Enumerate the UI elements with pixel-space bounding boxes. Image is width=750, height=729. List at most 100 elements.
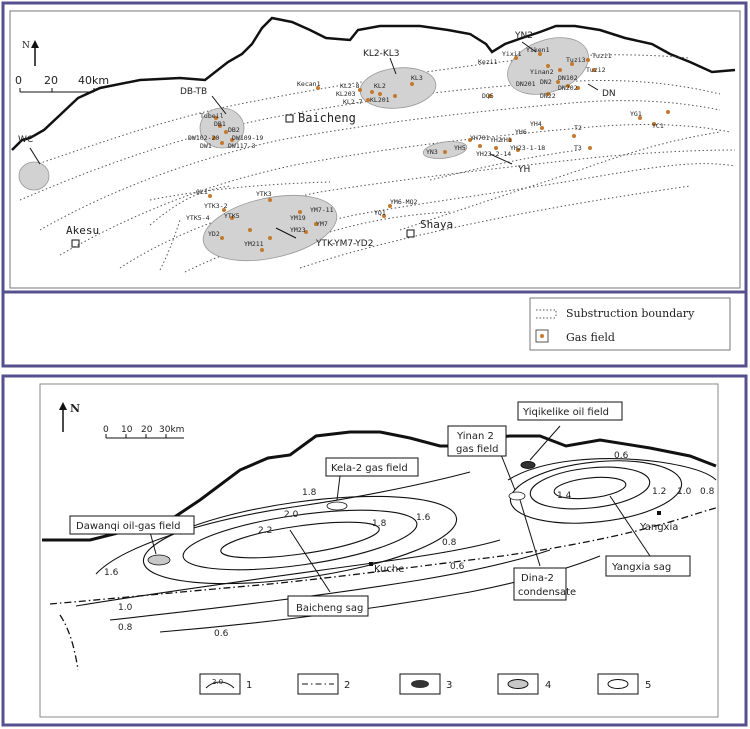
svg-text:DB2: DB2 — [228, 126, 240, 134]
contour-labels: 0.6 0.8 1.0 1.6 1.8 1.8 2.0 2.2 0.6 0.8 … — [104, 451, 715, 639]
svg-text:Tubeil: Tubeil — [200, 112, 224, 120]
top-map: N 0 20 40km Baicheng Akesu Shaya DB-TB W… — [11, 16, 736, 273]
bottom-map: N 0 10 20 30km — [42, 401, 717, 695]
svg-text:Yangxia sag: Yangxia sag — [611, 562, 671, 573]
svg-text:KL2-KL3: KL2-KL3 — [363, 49, 400, 59]
group-db-tb — [199, 107, 245, 149]
svg-text:2: 2 — [344, 680, 350, 691]
city-akesu: Akesu — [66, 224, 99, 237]
svg-text:0: 0 — [103, 425, 109, 435]
svg-text:YH701: YH701 — [470, 134, 490, 142]
svg-text:YH2: YH2 — [490, 136, 502, 144]
svg-text:20: 20 — [44, 74, 58, 87]
svg-text:T3: T3 — [574, 144, 582, 152]
svg-text:KL2-7: KL2-7 — [343, 98, 363, 106]
svg-text:condensate: condensate — [518, 587, 576, 598]
gas-field-dots — [208, 52, 670, 252]
svg-text:DN102: DN102 — [558, 74, 578, 82]
svg-text:YM7: YM7 — [316, 220, 328, 228]
svg-text:WC: WC — [18, 135, 33, 145]
bottom-scale-bar: 0 10 20 30km — [103, 425, 184, 439]
svg-text:DW117-3: DW117-3 — [228, 142, 255, 150]
svg-text:DB-TB: DB-TB — [180, 87, 207, 97]
city-shaya: Shaya — [420, 218, 453, 231]
svg-text:1.6: 1.6 — [416, 513, 431, 523]
group-wc — [18, 161, 50, 191]
kela2-field — [326, 501, 348, 511]
svg-text:0.6: 0.6 — [450, 562, 465, 572]
svg-text:YM211: YM211 — [244, 240, 264, 248]
place-yangxia: Yangxia — [639, 522, 678, 533]
svg-text:YM6-MQ2: YM6-MQ2 — [390, 198, 417, 206]
svg-text:DW1: DW1 — [200, 142, 212, 150]
svg-text:0.8: 0.8 — [118, 623, 133, 633]
svg-text:Yinan 2: Yinan 2 — [456, 431, 494, 442]
svg-text:Tuzi2: Tuzi2 — [586, 66, 606, 74]
baicheng-contours — [75, 471, 601, 633]
legend-boundary: Substruction boundary — [566, 307, 695, 320]
group-ytk — [202, 195, 338, 261]
place-kuche: Kuche — [374, 564, 404, 575]
top-panel-frame — [1, 1, 748, 368]
svg-text:DB1: DB1 — [214, 120, 226, 128]
svg-text:YTK3: YTK3 — [256, 190, 272, 198]
svg-text:YC1: YC1 — [652, 122, 664, 130]
svg-text:KL3: KL3 — [411, 74, 423, 82]
svg-text:10: 10 — [121, 425, 133, 435]
svg-text:2.2: 2.2 — [258, 526, 272, 536]
svg-text:DN: DN — [602, 89, 616, 99]
top-scale-bar: 0 20 40km — [15, 74, 109, 93]
svg-text:DQ5: DQ5 — [482, 92, 494, 100]
svg-text:YM7-11: YM7-11 — [310, 206, 334, 214]
bottom-legend: 2.0 1 2 3 4 5 — [199, 673, 651, 695]
svg-text:KL203: KL203 — [336, 90, 356, 98]
svg-text:KL201: KL201 — [370, 96, 390, 104]
svg-text:1.6: 1.6 — [104, 568, 119, 578]
svg-text:40km: 40km — [78, 74, 109, 87]
svg-text:2.0: 2.0 — [212, 678, 223, 686]
svg-text:Yiqikelike oil field: Yiqikelike oil field — [522, 407, 609, 418]
group-kl2-kl3 — [359, 67, 437, 109]
svg-text:Yinan2: Yinan2 — [530, 68, 554, 76]
bottom-northern-boundary — [42, 430, 717, 542]
svg-text:YQ1: YQ1 — [374, 209, 386, 217]
svg-text:YH1: YH1 — [500, 136, 512, 144]
yangxia-contours — [507, 458, 717, 524]
svg-text:YG1: YG1 — [630, 110, 642, 118]
dawanqi-field — [147, 554, 171, 566]
svg-text:T2: T2 — [574, 124, 582, 132]
svg-text:30km: 30km — [159, 425, 184, 435]
callout-leaders — [149, 425, 651, 593]
svg-text:1.8: 1.8 — [372, 519, 387, 529]
svg-text:Tuzi1: Tuzi1 — [592, 52, 612, 60]
svg-text:DN202: DN202 — [558, 84, 578, 92]
svg-text:0.8: 0.8 — [700, 487, 715, 497]
bottom-panel-frame — [1, 374, 748, 727]
svg-text:Yiken1: Yiken1 — [526, 46, 550, 54]
svg-text:KL2-8: KL2-8 — [340, 82, 360, 90]
svg-text:YTK-YM7-YD2: YTK-YM7-YD2 — [315, 239, 373, 249]
north-label: N — [22, 41, 30, 51]
svg-text:YD2: YD2 — [208, 230, 220, 238]
svg-text:Kezi1: Kezi1 — [478, 58, 498, 66]
svg-text:20: 20 — [141, 425, 153, 435]
svg-text:Baicheng sag: Baicheng sag — [296, 603, 363, 614]
legend-gas: Gas field — [566, 331, 615, 344]
svg-text:YM23: YM23 — [290, 226, 306, 234]
svg-text:1.0: 1.0 — [118, 603, 133, 613]
bottom-north-arrow: N — [59, 402, 80, 432]
svg-text:gas field: gas field — [456, 444, 498, 455]
group-labels: DB-TB WC KL2-KL3 YN2 DN YH YTK-YM7-YD2 — [18, 31, 616, 249]
svg-text:1.0: 1.0 — [677, 487, 692, 497]
top-map-frame — [9, 10, 741, 289]
callouts: Dawanqi oil-gas field Kela-2 gas field Y… — [69, 401, 691, 617]
svg-text:Kela-2 gas field: Kela-2 gas field — [331, 463, 408, 474]
svg-text:5: 5 — [645, 680, 651, 691]
top-north-arrow: N — [22, 40, 39, 66]
svg-text:0.8: 0.8 — [442, 538, 457, 548]
svg-text:DN201: DN201 — [516, 80, 536, 88]
svg-text:0.6: 0.6 — [614, 451, 629, 461]
svg-text:Yixi1: Yixi1 — [502, 50, 522, 58]
svg-text:DN22: DN22 — [540, 92, 556, 100]
svg-text:DW102-20: DW102-20 — [188, 134, 219, 142]
